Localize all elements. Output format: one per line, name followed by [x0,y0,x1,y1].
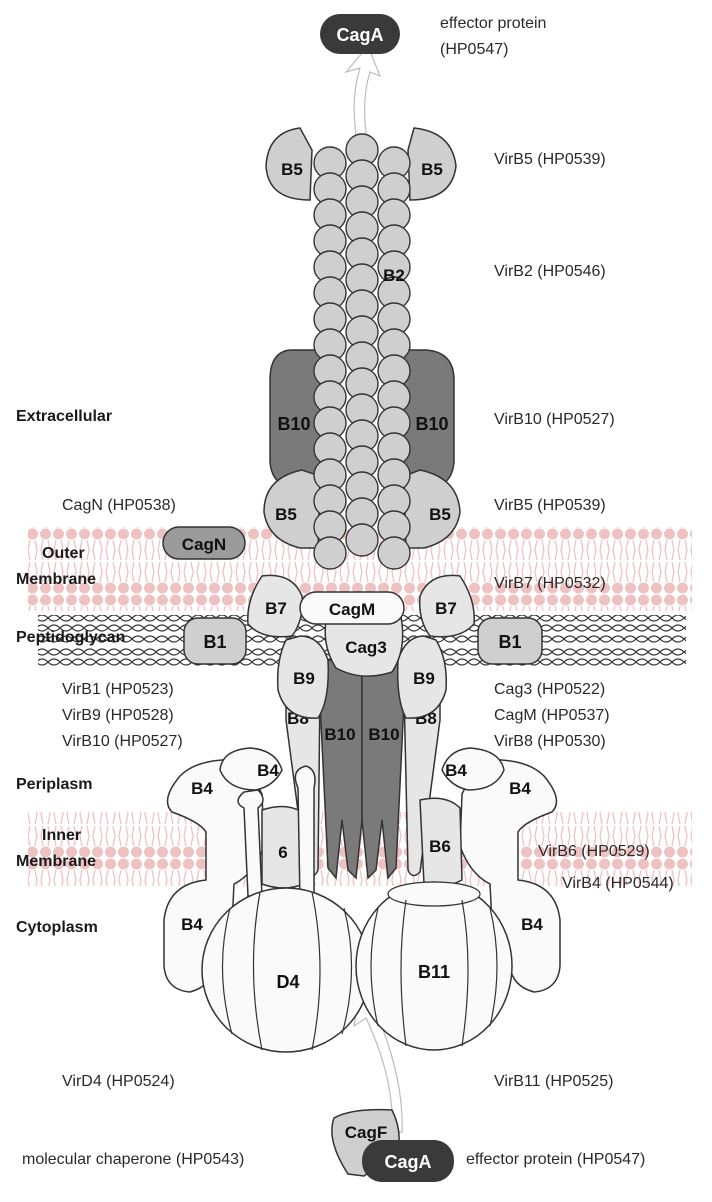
label-virb5-top: VirB5 (HP0539) [494,150,606,170]
caga-effector-top: CagA [320,14,400,54]
svg-text:B6: B6 [429,837,451,856]
svg-text:B10: B10 [368,725,399,744]
label-caga-top-1: effector protein [440,14,546,34]
svg-text:B5: B5 [281,160,303,179]
virb6-left: 6 [262,806,304,888]
virb2-pilus: B2 [314,134,410,569]
svg-text:Cag3: Cag3 [345,638,387,657]
svg-text:B5: B5 [275,505,297,524]
svg-text:B4: B4 [521,915,543,934]
region-inner: Inner [42,826,81,846]
virb2-label: B2 [383,266,405,285]
label-virb1: VirB1 (HP0523) [62,680,174,700]
secretion-arrow-top [346,46,380,140]
cagm-protein: CagM [300,592,404,624]
label-vird4: VirD4 (HP0524) [62,1072,175,1092]
svg-text:B9: B9 [293,669,315,688]
svg-text:6: 6 [278,843,287,862]
svg-text:B7: B7 [435,599,457,618]
virb11-atpase: B11 [356,882,512,1050]
virb1-right: B1 [478,618,542,664]
label-chaperone: molecular chaperone (HP0543) [22,1150,244,1170]
svg-text:B10: B10 [277,414,310,434]
label-virb7: VirB7 (HP0532) [494,574,606,594]
label-virb2: VirB2 (HP0546) [494,262,606,282]
label-virb5-mid: VirB5 (HP0539) [494,496,606,516]
svg-text:B7: B7 [265,599,287,618]
region-outer-membrane: Membrane [16,570,96,590]
label-cag3: Cag3 (HP0522) [494,680,605,700]
svg-text:B5: B5 [429,505,451,524]
svg-text:CagM: CagM [329,600,375,619]
label-virb8: VirB8 (HP0530) [494,732,606,752]
svg-text:CagF: CagF [345,1123,388,1142]
label-cagm: CagM (HP0537) [494,706,610,726]
label-virb9: VirB9 (HP0528) [62,706,174,726]
label-virb10-ext: VirB10 (HP0527) [494,410,615,430]
cagn-protein: CagN [163,527,245,559]
label-cagn: CagN (HP0538) [62,496,176,516]
caga-effector-bottom: CagA [362,1140,454,1182]
virb6-right: B6 [420,798,462,886]
svg-text:B10: B10 [324,725,355,744]
svg-text:B1: B1 [203,632,226,652]
svg-text:B4: B4 [181,915,203,934]
label-virb10-peri: VirB10 (HP0527) [62,732,183,752]
label-caga-bottom: effector protein (HP0547) [466,1150,645,1170]
label-virb6: VirB6 (HP0529) [538,842,650,862]
svg-text:B10: B10 [415,414,448,434]
svg-text:B11: B11 [418,962,450,982]
svg-text:B9: B9 [413,669,435,688]
region-cytoplasm: Cytoplasm [16,918,98,938]
svg-text:B4: B4 [257,761,279,780]
svg-text:B4: B4 [191,779,213,798]
label-virb4: VirB4 (HP0544) [562,874,674,894]
svg-text:CagN: CagN [182,535,226,554]
region-outer: Outer [42,544,85,564]
svg-text:B4: B4 [445,761,467,780]
label-virb11: VirB11 (HP0525) [494,1072,613,1092]
vird4-atpase: D4 [202,888,370,1052]
virb1-left: B1 [184,618,246,664]
svg-text:CagA: CagA [384,1152,431,1172]
region-periplasm: Periplasm [16,775,92,795]
region-inner-membrane: Membrane [16,852,96,872]
svg-text:B4: B4 [509,779,531,798]
svg-text:D4: D4 [276,972,299,992]
svg-text:CagA: CagA [336,25,383,45]
virb2-subunit [346,524,378,556]
svg-text:B5: B5 [421,160,443,179]
region-extracellular: Extracellular [16,407,112,427]
svg-text:B1: B1 [498,632,521,652]
label-caga-top-2: (HP0547) [440,40,508,60]
region-peptidoglycan: Peptidoglycan [16,628,125,648]
virb2-subunit [378,537,410,569]
virb2-subunit [314,537,346,569]
